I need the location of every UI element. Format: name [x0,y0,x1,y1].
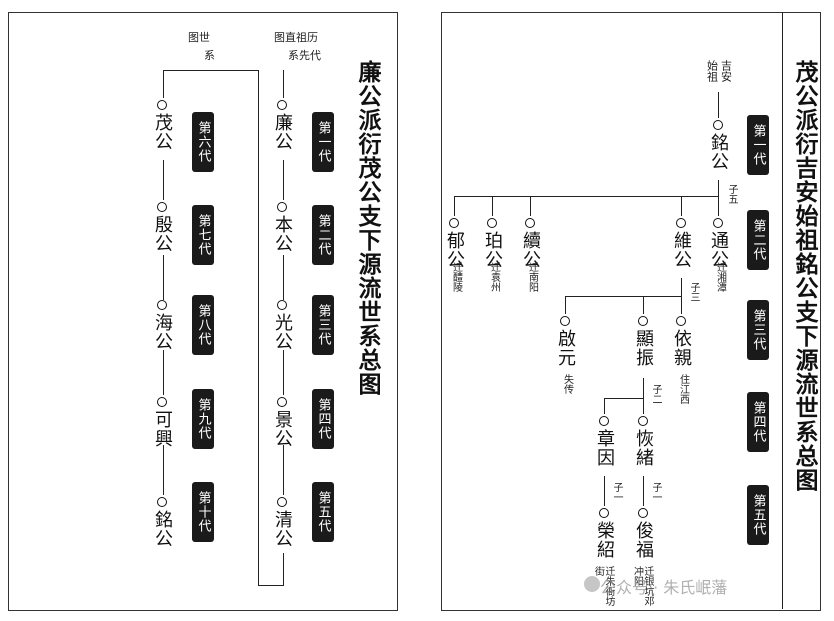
person-rong-shao: 榮紹 [594,508,615,559]
founder-label-a: 吉安 [719,60,733,82]
person-marker-icon [525,218,535,228]
gen-badge-8: 第八代 [192,295,214,355]
wechat-logo-icon [584,576,600,592]
person-marker-icon [599,508,609,518]
person-marker-icon [713,120,723,130]
right-page-title: 茂公派衍吉安始祖銘公支下源流世系总图 [791,60,818,492]
person-marker-icon [487,218,497,228]
note-rong-shao: 迁朱衙坊街 [592,566,615,606]
gen-badge-r2: 第二代 [747,210,769,270]
person-marker-icon [560,316,570,326]
person-yi-qin: 依親 [671,316,692,367]
person-qing-gong: 清公 [272,497,293,548]
person-zhang-yin: 章因 [594,416,615,467]
header-lineage-a: 图世 [188,31,210,44]
person-wei-gong: 維公 [671,218,692,269]
yiqin-sons-note: 子二 [650,384,661,404]
person-marker-icon [277,300,287,310]
gen-badge-5: 第五代 [312,482,334,542]
gen-badge-6: 第六代 [192,112,214,172]
person-bo-gong: 珀公 [482,218,503,269]
person-marker-icon [676,218,686,228]
header-direct-ancestors-b: 系先代 [288,49,321,62]
person-xian-zhen: 顯振 [633,316,654,367]
gen-badge-r4: 第四代 [747,392,769,452]
person-marker-icon [638,316,648,326]
note-tong-gong: 迁湘潭 [714,262,726,292]
person-guang-gong: 光公 [272,300,293,351]
wei-sons-note: 子三 [688,282,699,302]
person-yu-gong: 郁公 [444,218,465,269]
watermark: 公众号 · 朱氏岷藩 [600,578,728,597]
note-yi-qin: 住江西 [677,374,689,404]
person-marker-icon [713,218,723,228]
header-direct-ancestors-a: 图直祖历 [274,31,318,44]
huixu-son-note: 子一 [650,482,661,502]
person-marker-icon [277,397,287,407]
person-lian-gong: 廉公 [272,100,293,151]
person-marker-icon [638,416,648,426]
gen-badge-10: 第十代 [192,482,214,542]
header-lineage-b: 系 [204,49,215,62]
person-marker-icon [277,202,287,212]
person-hai-gong: 海公 [152,300,173,351]
person-marker-icon [157,202,167,212]
person-jun-fu: 俊福 [633,508,654,559]
gen-badge-r5: 第五代 [747,485,769,545]
person-jing-gong: 景公 [272,397,293,448]
gen-badge-3: 第三代 [312,295,334,355]
gen-badge-4: 第四代 [312,389,334,449]
person-marker-icon [676,316,686,326]
person-marker-icon [157,100,167,110]
person-marker-icon [157,300,167,310]
zhangyin-son-note: 子一 [611,482,622,502]
gen-badge-1: 第一代 [312,112,334,172]
person-marker-icon [277,100,287,110]
right-page-title-divider [782,12,783,609]
gen-badge-r1: 第一代 [747,115,769,175]
person-yin-gong: 殷公 [152,202,173,253]
gen-badge-r3: 第三代 [747,300,769,360]
person-marker-icon [157,497,167,507]
note-xu-gong: 迁南阳 [526,262,538,292]
note-bo-gong: 迁袁州 [488,262,500,292]
person-marker-icon [599,416,609,426]
gen-badge-9: 第九代 [192,389,214,449]
founder-label-b: 始祖 [705,60,719,82]
gen-badge-2: 第二代 [312,205,334,265]
note-jun-fu: 迁银坑邓冲阳 [631,566,654,606]
person-qi-yuan: 啟元 [555,316,576,367]
gen-badge-7: 第七代 [192,205,214,265]
left-page-title: 廉公派衍茂公支下源流世系总图 [354,60,381,396]
person-marker-icon [157,397,167,407]
note-qi-yuan: 失传 [561,374,573,394]
note-yu-gong: 迁醴陵 [450,262,462,292]
person-xu-gong: 續公 [520,218,541,269]
founder-sons-note: 子五 [726,184,737,204]
person-marker-icon [638,508,648,518]
person-ben-gong: 本公 [272,202,293,253]
person-tong-gong: 通公 [708,218,729,269]
person-ming-gong-founder: 銘公 [708,120,729,171]
person-ke-xing: 可興 [152,397,173,448]
person-mao-gong: 茂公 [152,100,173,151]
person-marker-icon [277,497,287,507]
person-ming-gong-left: 銘公 [152,497,173,548]
person-marker-icon [449,218,459,228]
person-hui-xu: 恢緒 [633,416,654,467]
